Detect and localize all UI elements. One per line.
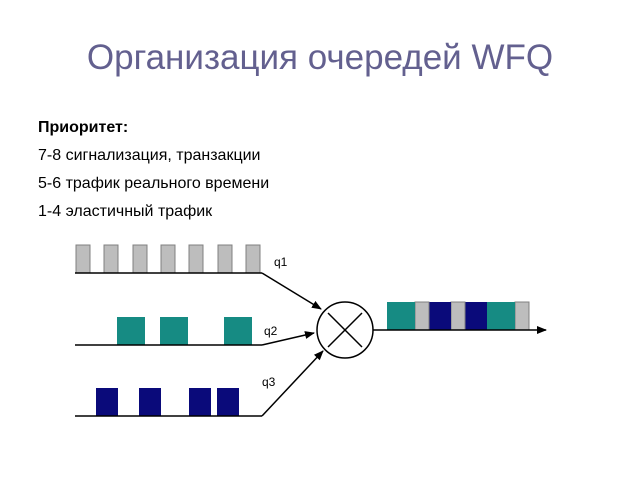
- priority-heading: Приоритет:: [38, 119, 129, 136]
- q1-packet: [188, 244, 204, 274]
- priority-item-5-6: 5-6 трафик реального времени: [38, 175, 270, 192]
- q3-packet: [217, 388, 239, 416]
- priority-item-7-8: 7-8 сигнализация, транзакции: [38, 147, 261, 164]
- multiplexer-x-circle-icon: [316, 301, 374, 359]
- queue-q3: q3: [75, 350, 324, 417]
- q2-label: q2: [264, 324, 278, 338]
- output-packet-gray: [450, 301, 466, 331]
- q1-packet: [103, 244, 119, 274]
- output-packet-teal: [487, 302, 515, 330]
- q3-arrow: [261, 350, 324, 417]
- q3-packet: [96, 388, 118, 416]
- q2-packet: [117, 317, 145, 345]
- q1-packet: [217, 244, 233, 274]
- output-packet-navy: [465, 302, 487, 330]
- output-packet-navy: [429, 302, 451, 330]
- priority-item-1-4: 1-4 эластичный трафик: [38, 203, 213, 220]
- q1-packet: [160, 244, 176, 274]
- output-packet-gray: [514, 301, 530, 331]
- q1-packet: [75, 244, 91, 274]
- output-queue: [373, 301, 547, 334]
- q1-packet: [245, 244, 261, 274]
- q2-arrow: [261, 331, 315, 346]
- output-packet-teal: [387, 302, 415, 330]
- queue-q1: q1: [75, 244, 322, 310]
- q1-packet: [132, 244, 148, 274]
- q2-packet: [224, 317, 252, 345]
- priority-list: Приоритет: 7-8 сигнализация, транзакции …: [38, 114, 269, 226]
- slide-title: Организация очередей WFQ: [86, 38, 554, 77]
- q3-label: q3: [262, 375, 276, 389]
- q2-packet: [160, 317, 188, 345]
- output-packet-gray: [414, 301, 430, 331]
- queue-q2: q2: [75, 317, 315, 346]
- q3-packet: [139, 388, 161, 416]
- q3-packet: [189, 388, 211, 416]
- q1-label: q1: [274, 255, 288, 269]
- q1-arrow: [261, 272, 322, 310]
